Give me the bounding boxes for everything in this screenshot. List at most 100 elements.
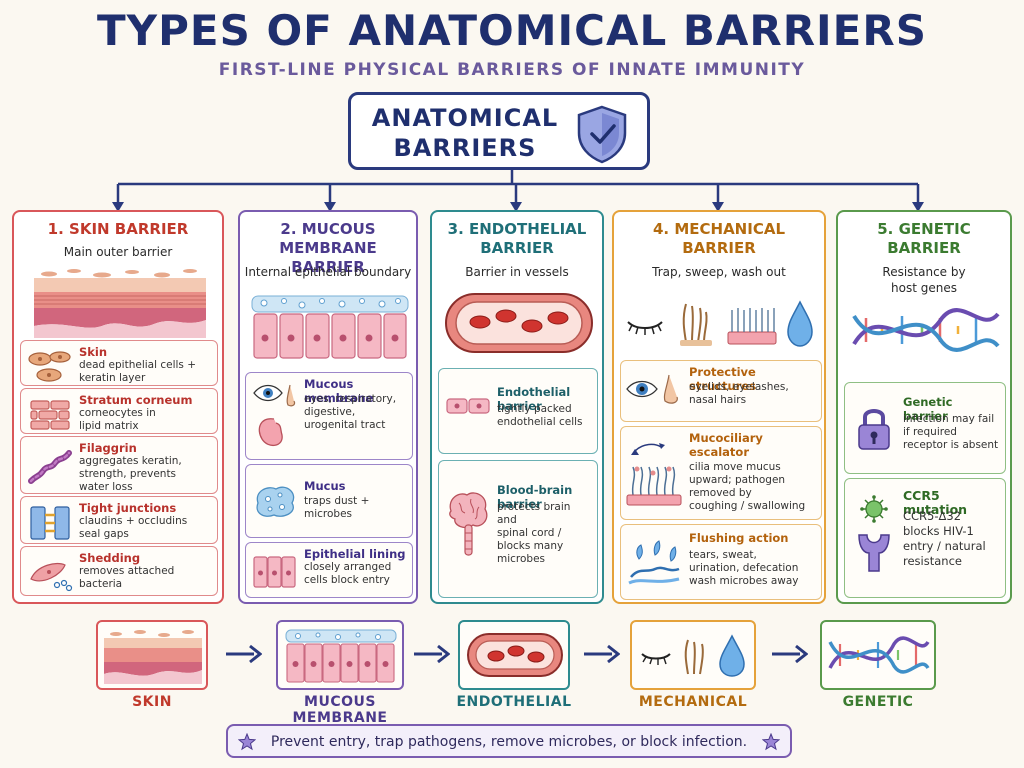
endothelial-cells-icon [446,398,490,414]
star-icon [238,733,256,751]
shield-check-icon [577,105,627,164]
flow-skin-box [96,620,208,690]
dna-helix-thumbnail [828,636,930,674]
skin-layers-thumbnail [104,630,202,684]
filaggrin-strand-icon [28,450,72,484]
card-title: Protective structures [689,365,757,393]
card-mucus: Mucus traps dust +microbes [245,464,413,538]
tight-junction-icon [30,506,70,540]
card-title: Tight junctions [79,501,177,515]
card-title: Epithelial lining [304,547,406,561]
card-title: Genetic barrier [903,395,953,423]
column-subtitle: Main outer barrier [63,245,173,259]
flow-label-mechanical: MECHANICAL [638,694,748,710]
epithelium-thumbnail [285,629,397,683]
flow-mechanical-box [630,620,756,690]
flow-arrow-icon [226,644,262,664]
summary-footer: Prevent entry, trap pathogens, remove mi… [226,724,792,758]
card-flushing-action: Flushing action tears, sweat,urination, … [620,524,822,600]
flow-arrow-icon [414,644,450,664]
card-description: eyes, respiratory,digestive,urogenital t… [304,393,397,431]
cilia-icon [626,443,682,506]
card-title: Stratum corneum [79,393,193,407]
summary-text: Prevent entry, trap pathogens, remove mi… [270,734,748,750]
eye-nose-stomach-icon [253,384,296,446]
brick-layer-icon [30,400,70,430]
epithelial-cells-icon [253,556,296,588]
flow-endothelial-box [458,620,570,690]
column-subtitle: Barrier in vessels [465,265,569,279]
card-skin: Skin dead epithelial cells +keratin laye… [20,340,218,386]
card-title: Blood-brain barrier [497,483,573,511]
dna-helix-illustration [852,308,1000,352]
skin-barrier-column: 1. SKIN BARRIER Main outer barrier Skin … [12,210,224,604]
card-description: eyelids, eyelashes,nasal hairs [689,381,789,406]
splash-icon [628,540,680,585]
page-subtitle: FIRST-LINE PHYSICAL BARRIERS OF INNATE I… [218,60,806,80]
card-title: Mucus [304,479,346,493]
card-title: Mucous membrane [304,377,374,405]
card-title: Endothelial barrier [497,385,571,413]
flow-label-genetic: GENETIC [842,694,914,710]
column-heading: 1. SKIN BARRIER [47,220,189,238]
flow-label-endothelial: ENDOTHELIAL [456,694,572,710]
flow-label-mucous-membrane: MUCOUS MEMBRANE [292,694,388,726]
mechanical-illustration [627,300,813,347]
mucus-blob-icon [256,486,295,517]
main-concept-label: ANATOMICAL BARRIERS [371,104,559,162]
blood-vessel-thumbnail [467,633,563,677]
epithelium-illustration [251,295,409,359]
connector-lines [112,168,924,212]
card-filaggrin: Filaggrin aggregates keratin,strength, p… [20,436,218,494]
flow-genetic-box [820,620,936,690]
shedding-cell-icon [30,562,73,592]
flow-arrow-icon [584,644,620,664]
flow-arrow-icon [772,644,808,664]
card-title: Filaggrin [79,441,137,455]
card-title: Shedding [79,551,141,565]
card-mucous-membrane: Mucous membrane eyes, respiratory,digest… [245,372,413,460]
column-subtitle: Internal epithelial boundary [244,265,412,279]
card-description: dead epithelial cells +keratin layer [79,359,197,384]
star-icon [762,733,780,751]
card-title: Skin [79,345,108,359]
blood-vessel-illustration [445,293,593,353]
flow-mucous-box [276,620,404,690]
card-description: traps dust +microbes [304,495,370,520]
card-title: CCR5 mutation [903,488,968,517]
page-title: TYPES OF ANATOMICAL BARRIERS [97,6,927,55]
virus-receptor-icon [858,495,890,572]
card-title: Flushing action [689,531,789,545]
padlock-icon [858,409,890,450]
mechanical-thumbnail [641,634,745,677]
brain-icon [449,492,488,556]
column-subtitle: Trap, sweep, wash out [652,265,786,279]
card-protective-structures: Protective structures eyelids, eyelashes… [620,360,822,422]
